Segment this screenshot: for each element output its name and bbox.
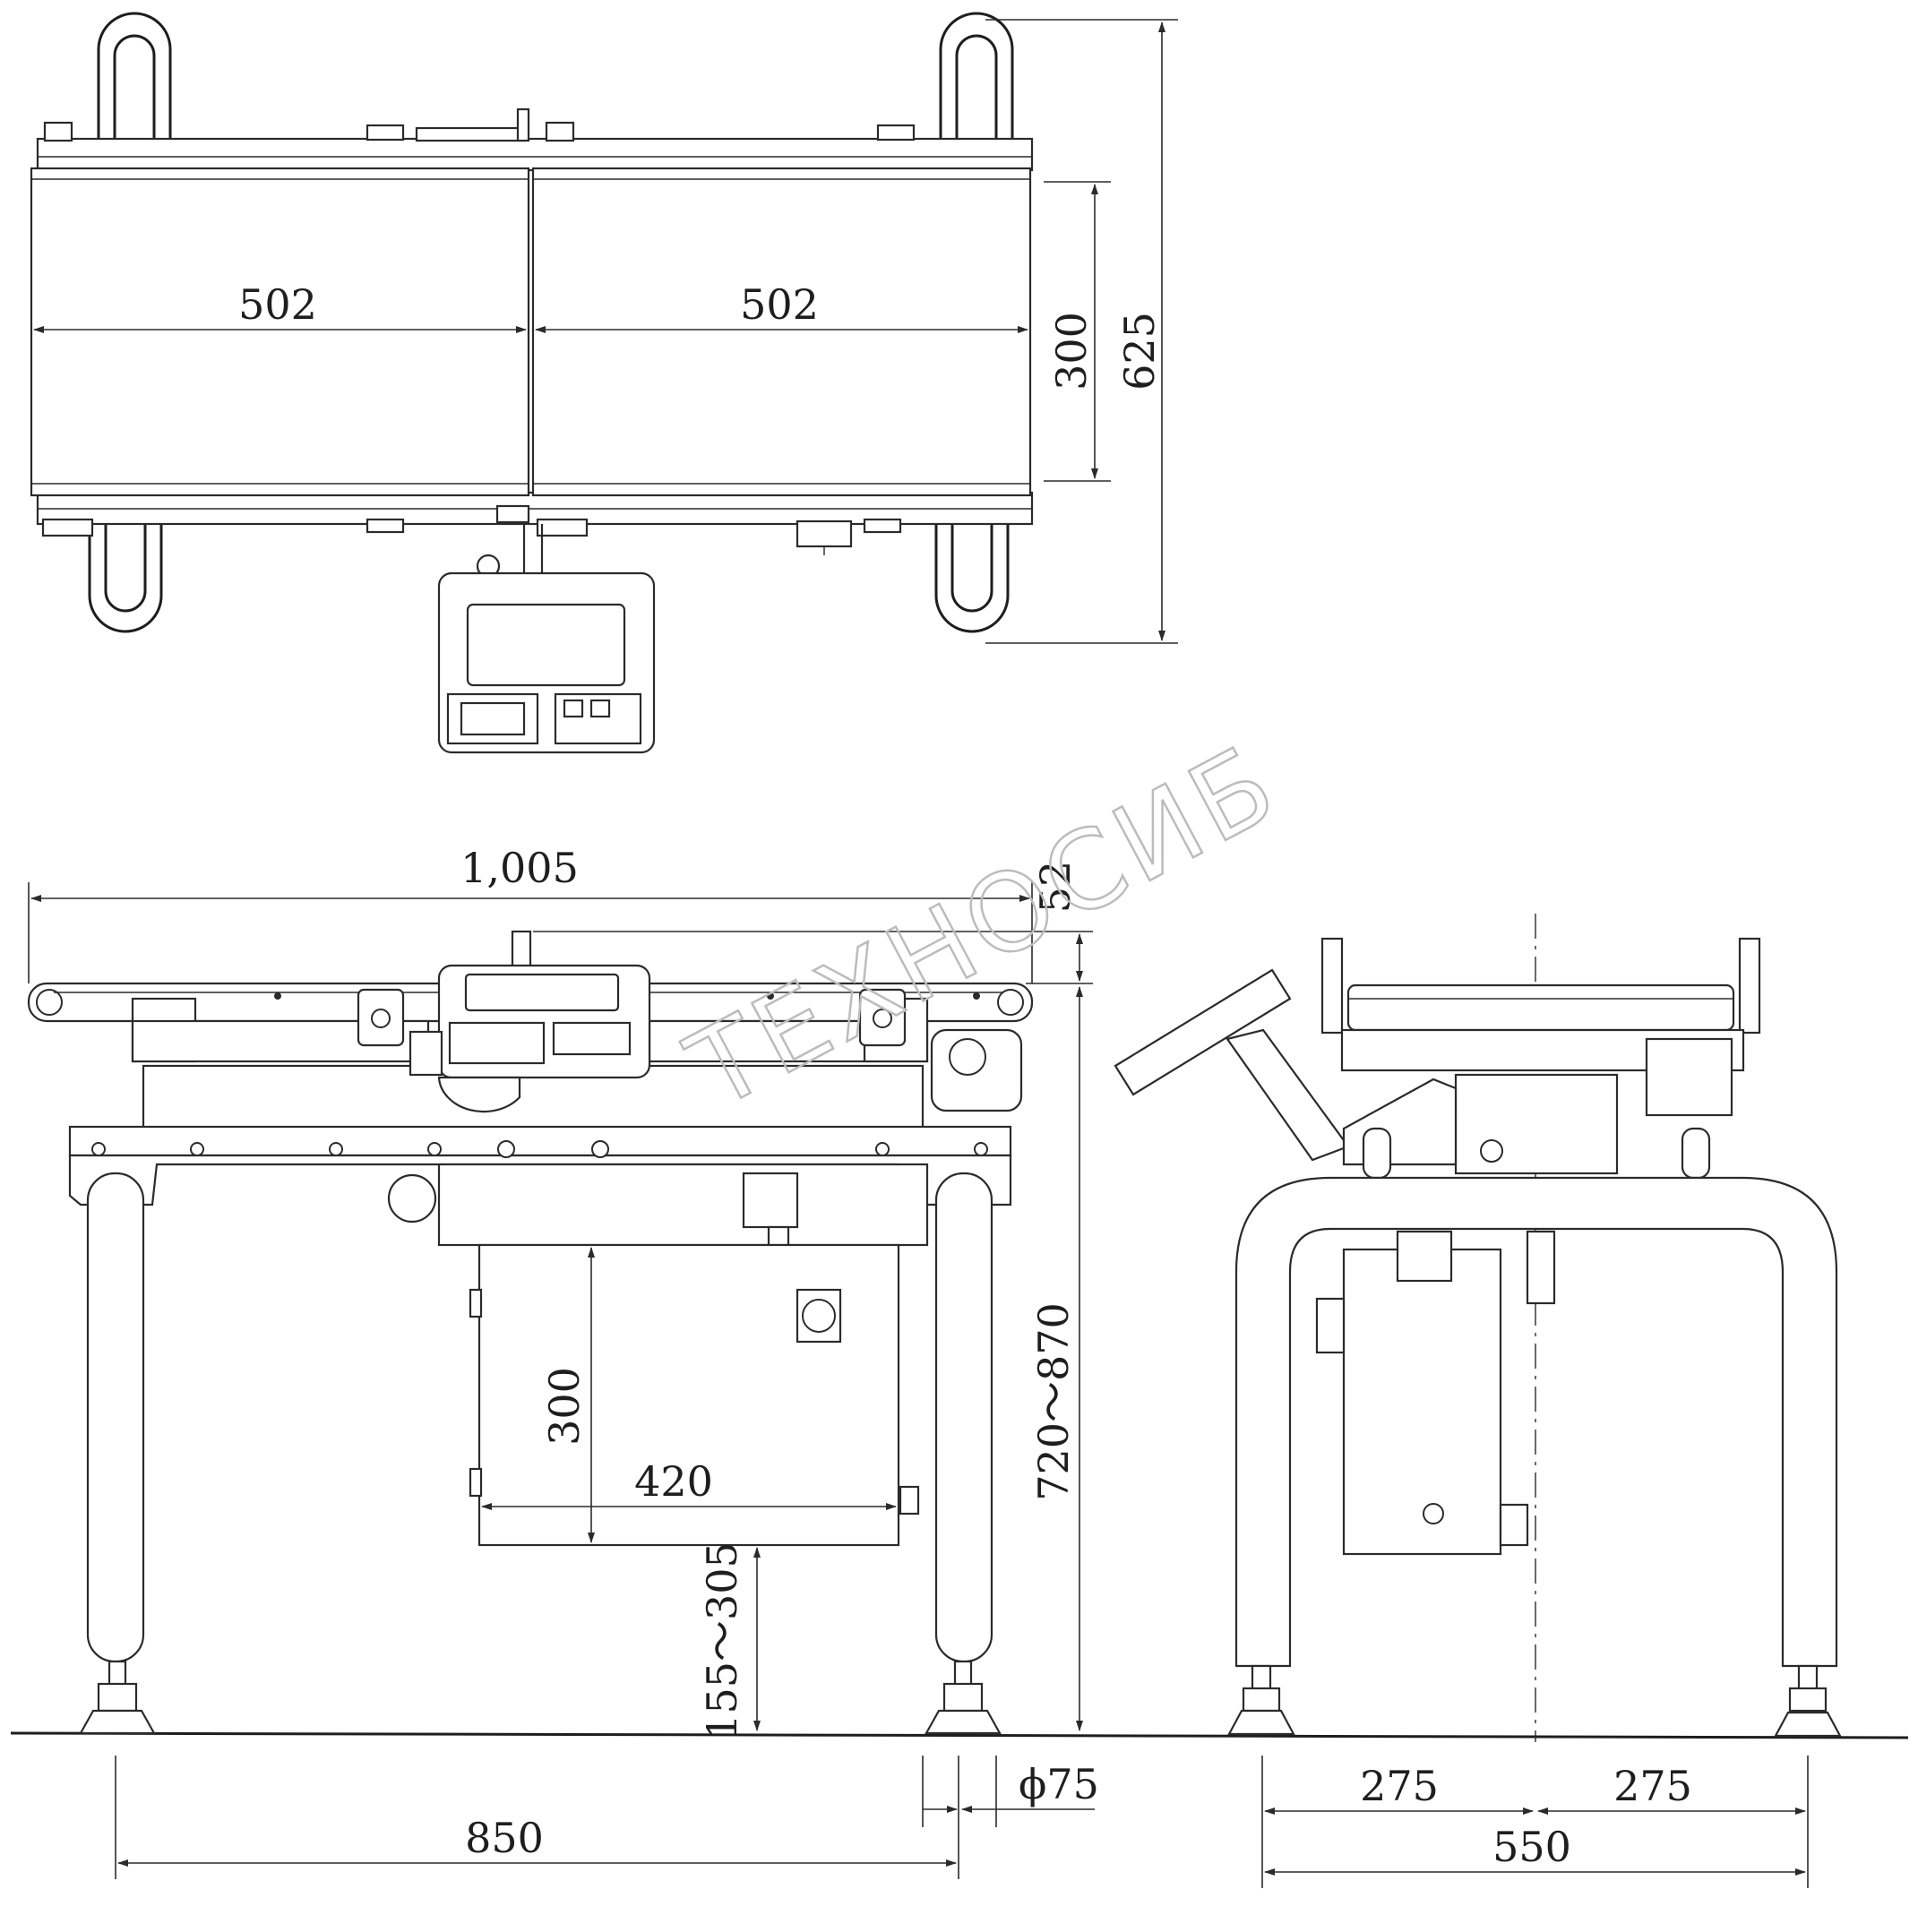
dim-clearance-label: 155～305	[698, 1541, 746, 1740]
belt-right	[531, 167, 1032, 497]
dim-overall-length-label: 1,005	[460, 844, 579, 892]
floor-line	[10, 1731, 1909, 1739]
dim-overall-depth-label: 625	[1115, 312, 1164, 391]
dim-belt-right-label: 502	[740, 280, 819, 329]
side-electrical-box	[1342, 1248, 1502, 1556]
side-display	[1114, 968, 1350, 1162]
front-view	[10, 882, 1909, 1879]
bottom-handle-left	[88, 524, 163, 633]
side-conveyor	[1346, 983, 1735, 1032]
top-indicator	[437, 524, 656, 754]
bottom-clamps	[41, 504, 902, 555]
belt-left	[30, 167, 530, 497]
top-handle-right	[939, 12, 1014, 143]
front-indicator	[409, 930, 651, 1113]
dim-box-height-label: 300	[540, 1367, 589, 1446]
bottom-handle-right	[934, 524, 1010, 633]
dim-height-range-label: 720～870	[1029, 1302, 1078, 1501]
dim-leg-span-label: 850	[465, 1814, 544, 1862]
side-weigh-base	[1454, 1073, 1619, 1175]
front-leg-left	[79, 1172, 156, 1735]
dim-half-left-label: 275	[1360, 1762, 1439, 1810]
dim-box-width-label: 420	[634, 1457, 713, 1506]
side-leg-right	[1774, 1664, 1842, 1738]
dim-leg-diameter-label: ϕ75	[1019, 1760, 1099, 1808]
dimension-labels: 502 502 300 625 1,005 52 720～870 300 420…	[238, 280, 1692, 1871]
dim-overall-width-label: 550	[1492, 1823, 1571, 1871]
sub-frame	[437, 1163, 929, 1247]
front-leg-right	[925, 1172, 1002, 1735]
dim-belt-width-label: 300	[1047, 312, 1096, 391]
top-handle-left	[97, 12, 172, 143]
dim-top-offset-label: 52	[1031, 861, 1079, 914]
dim-belt-left-label: 502	[238, 280, 317, 329]
side-frame	[1234, 1176, 1838, 1668]
dim-half-right-label: 275	[1613, 1762, 1692, 1810]
top-clamps	[43, 107, 916, 142]
front-frame-plate	[68, 1125, 1012, 1157]
top-view	[30, 12, 1178, 754]
side-view	[1114, 914, 1842, 1888]
top-rail	[36, 137, 1034, 172]
side-leg-left	[1227, 1664, 1295, 1736]
indicator-screen	[466, 603, 626, 687]
